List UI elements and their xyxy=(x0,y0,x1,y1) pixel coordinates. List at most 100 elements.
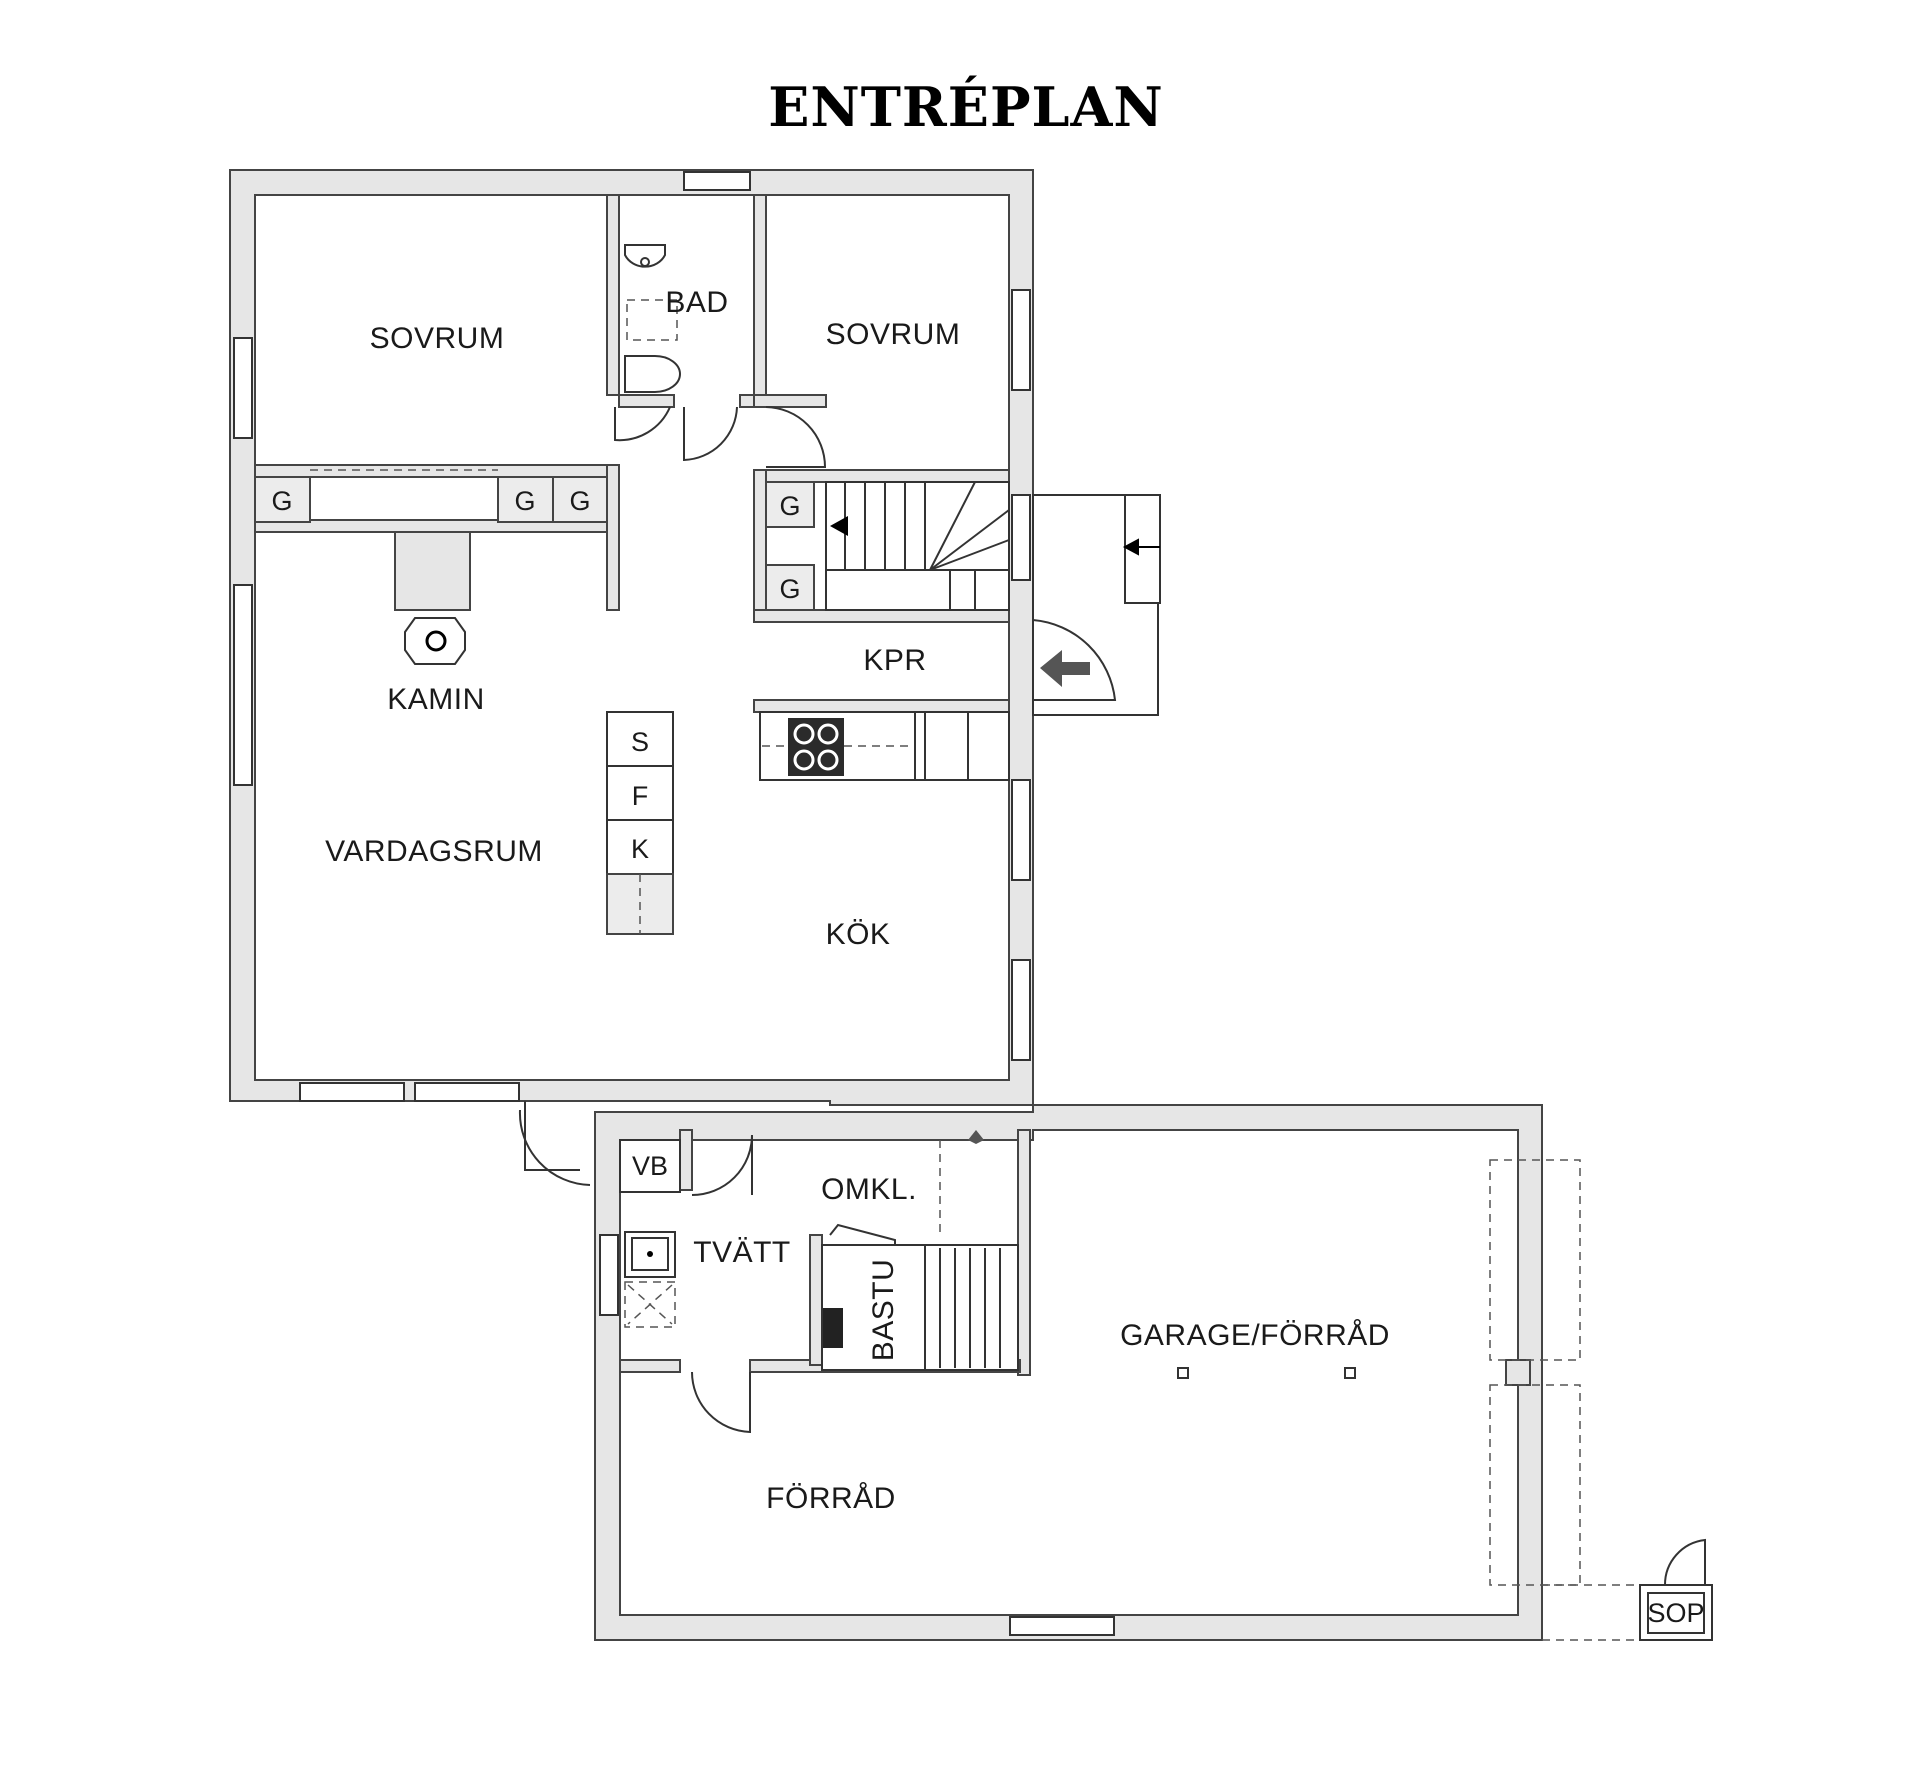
post-1 xyxy=(1177,1367,1189,1379)
sauna-outline xyxy=(821,1244,1019,1371)
wardrobe-g-5-label: G xyxy=(779,574,800,604)
door-omkl xyxy=(691,1134,753,1196)
stair-outline xyxy=(825,481,1010,611)
annex-walls xyxy=(594,1104,1543,1641)
room-label-vardagsrum: VARDAGSRUM xyxy=(325,835,543,868)
arrow-entrance-icon xyxy=(1040,650,1090,687)
wall-laundry-bottom-left xyxy=(619,1359,681,1373)
wardrobe-g-3 xyxy=(552,476,608,523)
door-sop xyxy=(1663,1538,1706,1586)
outer-wall-annex xyxy=(594,1104,1543,1641)
window-living-left xyxy=(233,584,253,786)
toilet-icon xyxy=(624,355,681,393)
sauna-heater-icon xyxy=(823,1308,843,1348)
staircase xyxy=(825,481,1010,611)
window-storage-bottom xyxy=(1009,1616,1115,1636)
wall-bath-bottom-left xyxy=(618,394,675,408)
sink-icon xyxy=(624,244,666,268)
fixture-k-label: K xyxy=(631,834,649,864)
wc-vb: VB xyxy=(619,1139,681,1193)
garage-door-2 xyxy=(1489,1384,1581,1586)
door-entrance xyxy=(1032,619,1117,701)
garage-doors xyxy=(599,1159,1640,1641)
house-walls xyxy=(229,169,1034,1106)
sop-inner xyxy=(1647,1592,1705,1634)
room-label-kpr: KPR xyxy=(863,644,926,677)
door-living-exit xyxy=(524,1101,580,1171)
fireplace-core-icon xyxy=(425,630,447,652)
room-label-sop: SOP xyxy=(1647,1598,1704,1628)
sink-drain-icon xyxy=(640,257,650,267)
wall-stair-top xyxy=(753,469,1010,483)
wall-vb-right xyxy=(679,1129,693,1191)
windows-main xyxy=(233,171,1031,1102)
window-kitchen-1 xyxy=(1011,779,1031,881)
wardrobe-g-3-label: G xyxy=(569,486,590,516)
fixture-vb-label: VB xyxy=(632,1151,668,1181)
window-bedroom-right xyxy=(1011,289,1031,391)
wall-kitchen-top xyxy=(753,699,1010,713)
wall-bedroom2-bottom xyxy=(753,394,827,408)
hall-wardrobes: G G xyxy=(765,481,815,611)
room-label-sovrum-right: SOVRUM xyxy=(826,318,961,351)
garage-door-1 xyxy=(1489,1159,1581,1361)
arrow-step-icon xyxy=(1122,538,1160,556)
fireplace-icon xyxy=(404,617,466,665)
door-bath xyxy=(683,406,738,462)
window-stair xyxy=(1011,494,1031,581)
wall-bedroom-bottom xyxy=(254,464,608,478)
kitchen-counter xyxy=(759,711,1010,781)
shower-head-icon xyxy=(968,1130,984,1144)
plan-title: ENTRÉPLAN xyxy=(768,75,1164,139)
room-label-forrad: FÖRRÅD xyxy=(766,1482,896,1515)
door-storage xyxy=(691,1371,751,1434)
entrance-porch xyxy=(1032,494,1161,716)
garage-apron xyxy=(1542,1584,1640,1641)
wardrobe-g-4-label: G xyxy=(779,491,800,521)
vb-box xyxy=(619,1139,681,1193)
post-2 xyxy=(1344,1367,1356,1379)
room-labels: SOVRUM BAD SOVRUM KAMIN KPR VARDAGSRUM K… xyxy=(325,286,1390,1515)
room-label-garage: GARAGE/FÖRRÅD xyxy=(1120,1319,1390,1352)
room-label-kok: KÖK xyxy=(826,918,891,951)
door-bedroom-right xyxy=(765,406,827,468)
room-label-bastu: BASTU xyxy=(867,1259,900,1362)
window-bedroom-left xyxy=(233,337,253,439)
wall-stair-left xyxy=(753,469,767,623)
room-label-sovrum-left: SOVRUM xyxy=(370,322,505,355)
door-bedroom-left xyxy=(614,406,671,442)
laundry-fixtures xyxy=(624,1231,676,1328)
wardrobe-g-2 xyxy=(497,476,554,523)
room-label-omkl: OMKL. xyxy=(821,1173,917,1206)
wall-sauna-left xyxy=(809,1234,823,1366)
fixture-f-label: F xyxy=(632,781,649,811)
wall-hall-left xyxy=(606,464,620,611)
room-label-kamin: KAMIN xyxy=(387,683,485,716)
stair-arrow-icon xyxy=(830,516,848,536)
kitchen-island: S F K xyxy=(606,711,674,935)
window-living-bottom-2 xyxy=(414,1082,520,1102)
window-kitchen-2 xyxy=(1011,959,1031,1061)
sauna-fixtures xyxy=(821,1244,1019,1371)
wardrobe-g-1 xyxy=(254,476,311,523)
shower-area xyxy=(626,299,678,341)
wall-stair-bottom xyxy=(753,609,1010,623)
garage-pillar xyxy=(1505,1359,1531,1386)
wall-sauna-right xyxy=(1017,1129,1031,1376)
fireplace xyxy=(404,617,466,665)
window-living-bottom-1 xyxy=(299,1082,405,1102)
wardrobe-row-left: G G G xyxy=(254,469,608,523)
doors-main xyxy=(518,406,827,1186)
wardrobe-g-1-label: G xyxy=(271,486,292,516)
door-living-exit-arc xyxy=(518,1109,591,1186)
outer-wall-main xyxy=(229,169,1034,1106)
room-label-bad: BAD xyxy=(665,286,728,319)
wardrobe-g-2-label: G xyxy=(514,486,535,516)
washer-area xyxy=(624,1281,676,1328)
sop-enclosure: SOP xyxy=(1639,1538,1713,1641)
chimney-block xyxy=(394,531,471,611)
wardrobe-g-4 xyxy=(765,481,815,528)
stove-icon xyxy=(788,718,844,776)
room-label-tvatt: TVÄTT xyxy=(693,1236,791,1269)
